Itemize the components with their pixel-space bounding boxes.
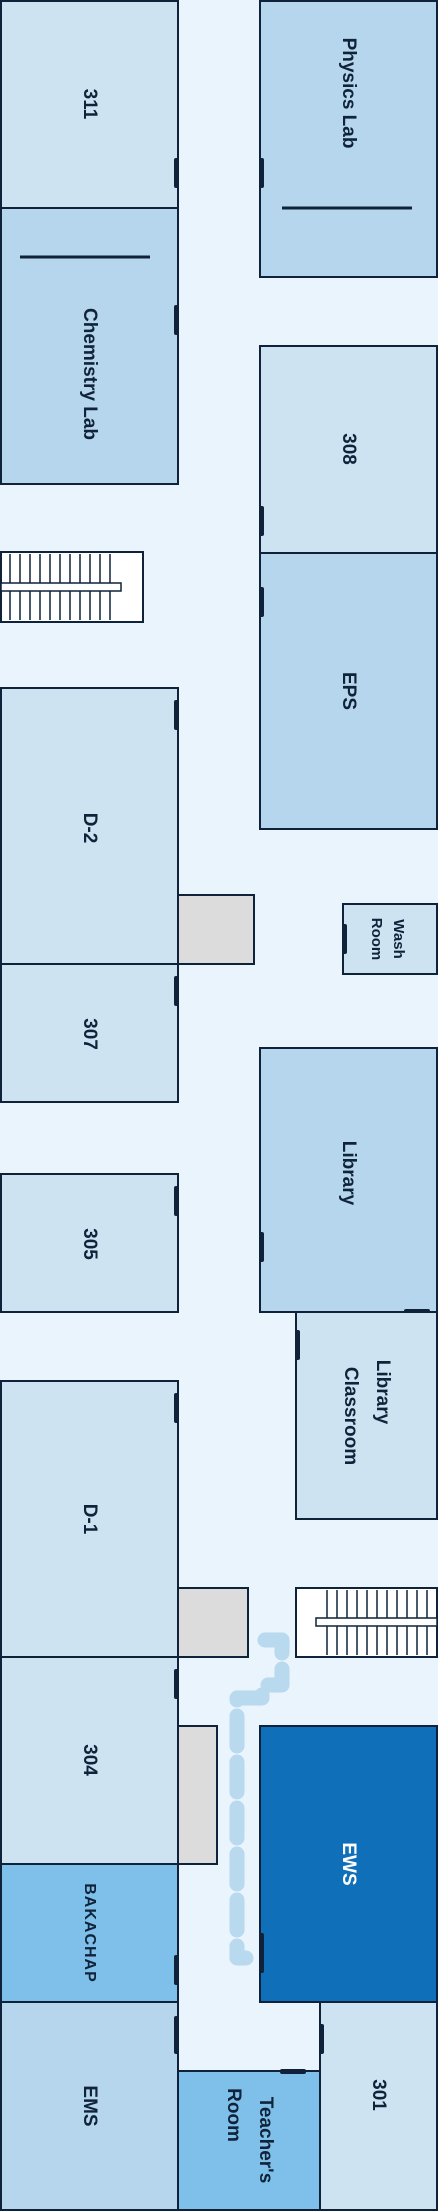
room-d-2[interactable]: D-2 (0, 687, 179, 965)
room-ews[interactable]: EWS (259, 1725, 438, 2003)
pillar (177, 1587, 249, 1658)
room-library-classroom[interactable]: Library Classroom (295, 1311, 438, 1520)
room-label: Teacher's (255, 2097, 276, 2184)
room-305[interactable]: 305 (0, 1173, 179, 1313)
room-label: Library (372, 1360, 393, 1425)
room-label: Room (368, 918, 385, 961)
staircase-left (0, 551, 144, 623)
room-label: 308 (338, 433, 359, 465)
room-label: 311 (79, 89, 100, 120)
room-label: EWS (338, 1842, 359, 1885)
room-teachers-room[interactable]: Teacher's Room (177, 2069, 321, 2211)
room-label: Chemistry Lab (79, 308, 100, 440)
room-311[interactable]: 311 (0, 0, 179, 209)
room-library[interactable]: Library (259, 1047, 438, 1314)
room-chemistry-lab[interactable]: Chemistry Lab (0, 207, 179, 485)
room-label: 305 (79, 1228, 100, 1260)
room-label: 301 (368, 2079, 389, 2111)
room-label: Physics Lab (338, 38, 359, 149)
room-label: Classroom (340, 1367, 361, 1465)
room-wash-room[interactable]: Wash Room (342, 903, 438, 975)
room-308[interactable]: 308 (259, 345, 438, 554)
room-label: EPS (338, 672, 359, 710)
room-label: D-1 (79, 1504, 100, 1535)
room-label: Library (338, 1141, 359, 1206)
room-label: 304 (79, 1744, 100, 1776)
room-label: 307 (79, 1018, 100, 1050)
pillar (177, 1725, 218, 1865)
room-eps[interactable]: EPS (259, 552, 438, 830)
room-label: EMS (79, 2085, 100, 2126)
pillar (177, 894, 255, 965)
room-physics-lab[interactable]: Physics Lab (259, 0, 438, 278)
room-d-1[interactable]: D-1 (0, 1380, 179, 1658)
room-301[interactable]: 301 (319, 2001, 438, 2211)
room-label: D-2 (79, 813, 100, 844)
room-307[interactable]: 307 (0, 963, 179, 1103)
route-path (229, 1632, 290, 1966)
room-label: Room (223, 2088, 244, 2142)
room-ems[interactable]: EMS (0, 2001, 179, 2211)
staircase-right (295, 1587, 438, 1658)
room-304[interactable]: 304 (0, 1656, 179, 1865)
room-bakachap[interactable]: BAKACHAP (0, 1863, 179, 2003)
room-label: BAKACHAP (81, 1883, 98, 1983)
room-label: Wash (390, 919, 407, 958)
